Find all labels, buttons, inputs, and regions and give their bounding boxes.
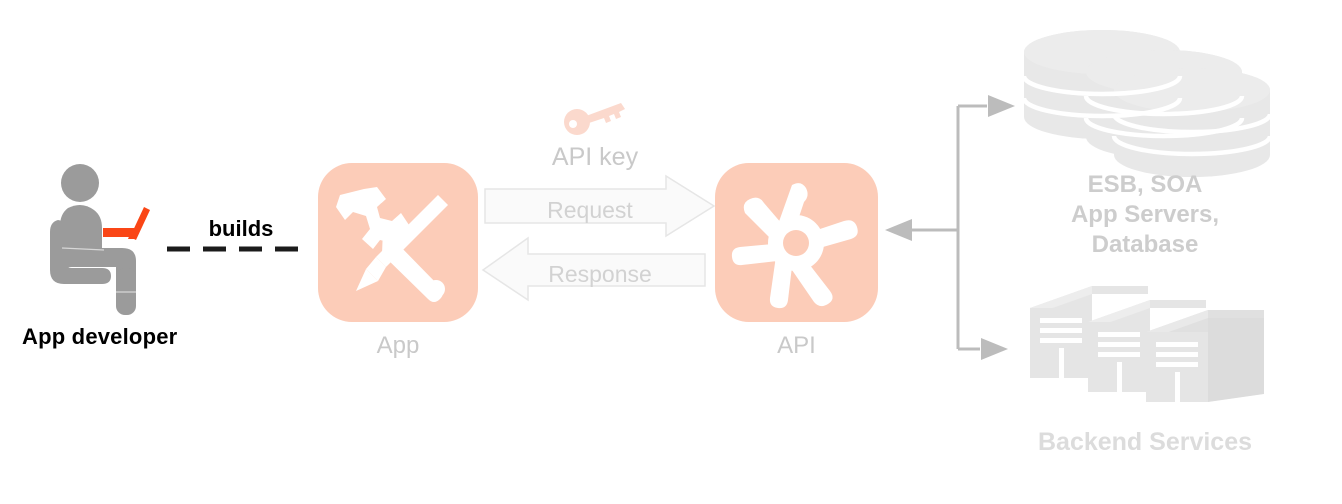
database-stack-icon bbox=[1016, 30, 1273, 177]
seated-person-with-laptop-icon bbox=[40, 160, 175, 315]
api-key-label: API key bbox=[551, 143, 639, 171]
data-tier-label: ESB, SOA App Servers, Database bbox=[1020, 170, 1270, 260]
wrench-and-pencil-icon bbox=[336, 181, 460, 305]
api-star-burst-icon bbox=[731, 179, 862, 309]
api-node-tile[interactable] bbox=[715, 163, 878, 322]
backend-connector-bus bbox=[880, 90, 1020, 365]
response-flow-label: Response bbox=[548, 261, 652, 287]
data-tier-label-line-1: ESB, SOA bbox=[1087, 171, 1203, 198]
builds-dashed-connector bbox=[166, 242, 306, 256]
request-flow-label: Request bbox=[547, 197, 633, 223]
app-node-tile[interactable] bbox=[318, 163, 478, 322]
backend-services-label: Backend Services bbox=[1037, 428, 1253, 456]
server-rack-icon bbox=[1028, 280, 1268, 402]
response-flow-arrow bbox=[481, 236, 707, 302]
app-node-label: App bbox=[376, 332, 420, 359]
app-developer-label: App developer bbox=[22, 324, 178, 349]
data-tier-label-line-3: Database bbox=[1091, 231, 1199, 258]
data-tier-label-line-2: App Servers, bbox=[1070, 201, 1220, 228]
request-flow-arrow bbox=[484, 174, 716, 238]
builds-label: builds bbox=[208, 216, 274, 241]
api-node-label: API bbox=[777, 332, 816, 359]
key-icon bbox=[563, 100, 625, 136]
